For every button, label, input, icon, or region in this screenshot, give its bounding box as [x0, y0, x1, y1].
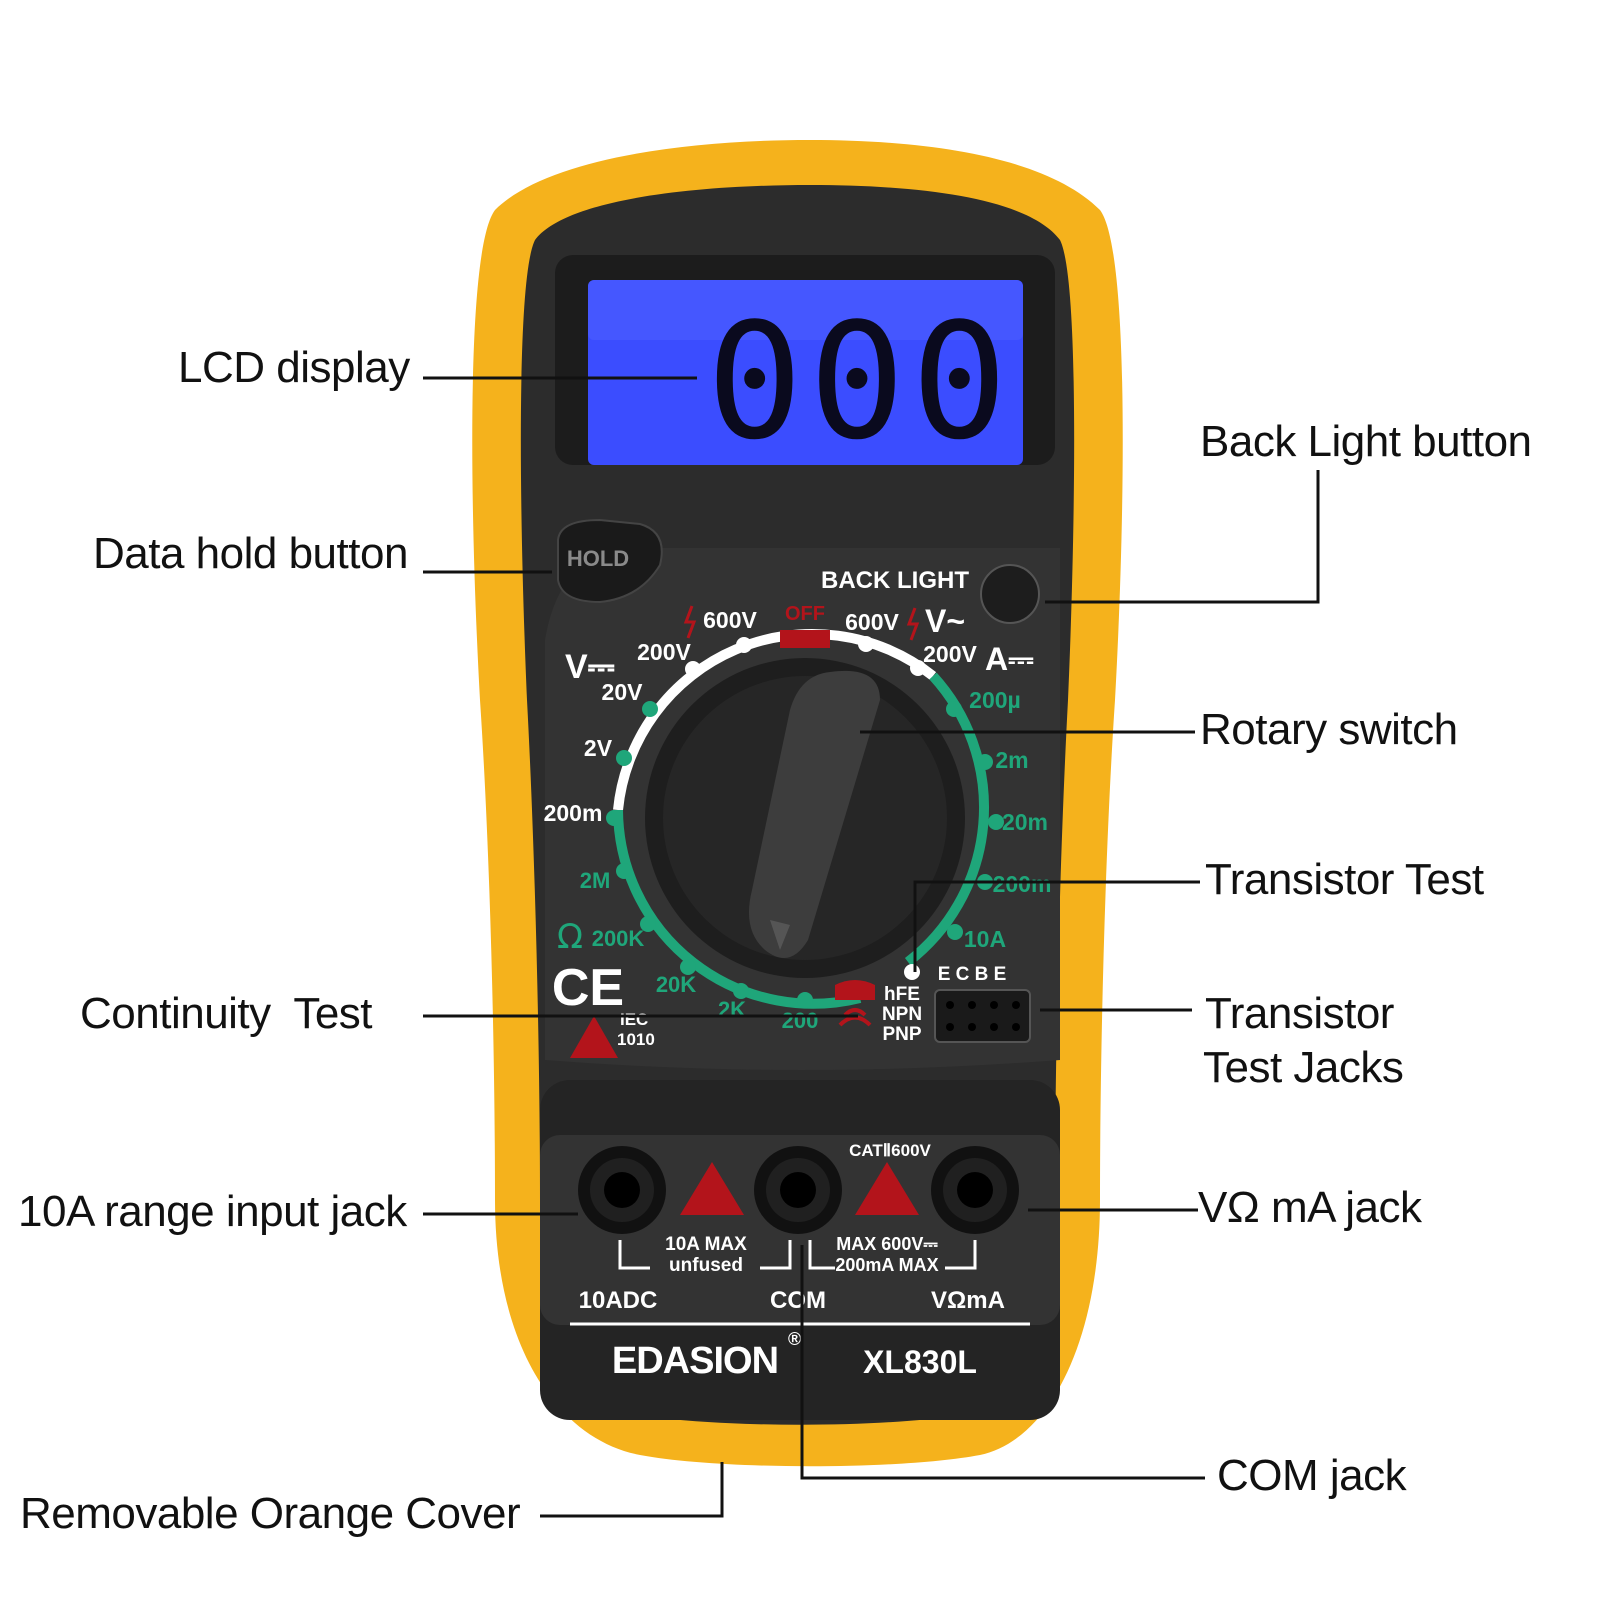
right-note-line2: 200mA MAX	[835, 1255, 938, 1275]
ohm-symbol: Ω	[557, 917, 583, 957]
jack-label-vma: VΩmA	[931, 1287, 1005, 1314]
dcv-hazard-bolt	[683, 605, 697, 639]
ohm-range-20k: 20K	[656, 972, 696, 997]
backlight-label: BACK LIGHT	[821, 567, 969, 594]
jack-com[interactable]	[754, 1146, 842, 1234]
hold-label: HOLD	[567, 546, 629, 571]
right-note-line1: MAX 600V⎓	[836, 1234, 938, 1254]
dcv-range-2v: 2V	[584, 735, 613, 761]
callout-transistor-jacks-line1: Transistor	[1205, 989, 1394, 1038]
ohm-range-2m: 2M	[580, 868, 611, 893]
jack-10adc[interactable]	[578, 1146, 666, 1234]
left-note-line2: unfused	[669, 1255, 743, 1276]
jack-label-10adc: 10ADC	[579, 1287, 658, 1314]
callout-transistor-test: Transistor Test	[1205, 855, 1484, 904]
jack-vohm-ma[interactable]	[931, 1146, 1019, 1234]
lcd-glare	[588, 280, 1023, 340]
model-name: XL830L	[863, 1344, 977, 1380]
dial-ring-voltage	[613, 628, 937, 811]
acv-range-200v: 200V	[923, 641, 977, 667]
callout-rotary-switch: Rotary switch	[1200, 705, 1458, 754]
callout-10a-range-input-jack: 10A range input jack	[18, 1187, 407, 1236]
dcv-range-200m: 200m	[544, 800, 603, 826]
dca-range-2m: 2m	[995, 747, 1028, 773]
dcv-range-600v: 600V	[703, 607, 757, 633]
dial-range-dots	[606, 636, 1004, 1008]
transistor-test-socket[interactable]	[934, 989, 1031, 1043]
brand-name: EDASION	[612, 1340, 778, 1382]
registered-mark: ®	[788, 1329, 801, 1349]
ohm-range-2k: 2K	[718, 997, 746, 1022]
npn-label: NPN	[882, 1004, 922, 1025]
ohm-range-200: 200	[782, 1008, 819, 1033]
dca-range-200u: 200µ	[969, 687, 1021, 713]
acv-symbol: V~	[925, 603, 965, 639]
callout-data-hold-button: Data hold button	[93, 529, 408, 578]
lcd-screen	[588, 280, 1023, 465]
callout-back-light-button: Back Light button	[1200, 417, 1532, 466]
callout-vohm-ma-jack: VΩ mA jack	[1198, 1183, 1422, 1232]
warning-triangle-small	[570, 1016, 618, 1058]
off-label: OFF	[785, 603, 825, 625]
acv-hazard-bolt	[906, 607, 920, 641]
off-marker	[780, 630, 830, 648]
dcv-range-20v: 20V	[602, 679, 644, 705]
dca-range-10a: 10A	[964, 926, 1006, 952]
dcv-range-200v: 200V	[637, 639, 691, 665]
acv-range-600v: 600V	[845, 609, 899, 635]
iec-label: IEC	[620, 1010, 648, 1029]
warning-triangle-right	[855, 1162, 919, 1215]
jack-bracket-right	[808, 1240, 977, 1270]
callout-continuity-test: Continuity Test	[80, 989, 373, 1038]
hold-button[interactable]: HOLD	[557, 518, 663, 604]
lcd-reading: 000	[707, 288, 1014, 475]
socket-holes	[946, 1001, 1020, 1031]
warning-triangle-left	[680, 1162, 744, 1215]
rotary-knob-handle[interactable]	[748, 670, 880, 958]
dcv-symbol: V⎓	[565, 648, 615, 686]
socket-pin-labels: E C B E	[938, 964, 1007, 985]
ohm-range-200k: 200K	[592, 926, 645, 951]
jack-rating: CATⅡ600V	[849, 1141, 931, 1160]
jack-bracket-left	[618, 1240, 792, 1270]
pnp-label: PNP	[882, 1024, 921, 1045]
dca-symbol: A⎓	[985, 641, 1034, 677]
backlight-button[interactable]	[980, 564, 1040, 624]
leader-lines	[423, 376, 1320, 1518]
callout-removable-orange-cover: Removable Orange Cover	[20, 1489, 521, 1538]
iec-number: 1010	[617, 1030, 655, 1049]
callout-com-jack: COM jack	[1217, 1451, 1407, 1500]
dca-range-200m: 200m	[993, 871, 1052, 897]
jack-label-com: COM	[770, 1287, 826, 1314]
callout-lcd-display: LCD display	[178, 343, 410, 392]
callout-transistor-jacks-line2: Test Jacks	[1203, 1043, 1404, 1092]
hfe-label: hFE	[884, 984, 920, 1005]
ce-mark: CE	[552, 959, 624, 1017]
left-note-line1: 10A MAX	[665, 1234, 747, 1255]
dca-range-20m: 20m	[1002, 809, 1048, 835]
